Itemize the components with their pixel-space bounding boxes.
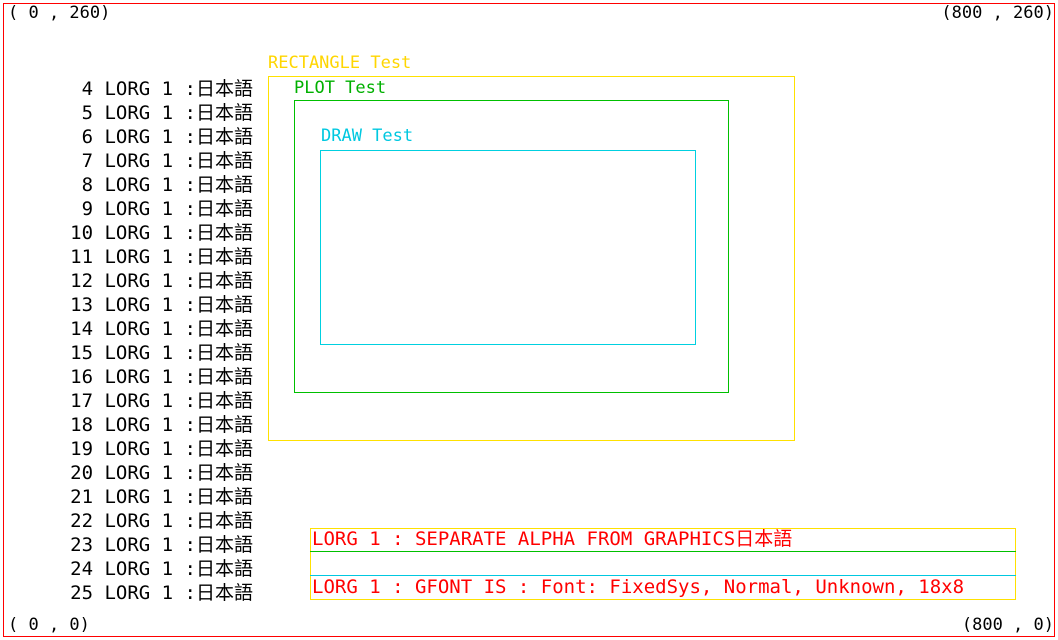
lorg-line: 10 LORG 1 :日本語: [70, 222, 253, 244]
lorg-line: 20 LORG 1 :日本語: [70, 462, 253, 484]
plot-test-label: PLOT Test: [294, 78, 387, 98]
lorg-lines: 4 LORG 1 :日本語 5 LORG 1 :日本語 6 LORG 1 :日本…: [8, 77, 253, 605]
lorg-line: 12 LORG 1 :日本語: [70, 270, 253, 292]
lorg-line: 13 LORG 1 :日本語: [70, 294, 253, 316]
lorg-line: 18 LORG 1 :日本語: [70, 414, 253, 436]
coord-bottom-left: ( 0 , 0): [8, 615, 90, 635]
separate-alpha-message: LORG 1 : SEPARATE ALPHA FROM GRAPHICS日本語: [312, 528, 793, 550]
rectangle-test-label: RECTANGLE Test: [268, 53, 412, 73]
plot-test-box: [294, 100, 729, 393]
lorg-line: 17 LORG 1 :日本語: [70, 390, 253, 412]
lorg-line: 9 LORG 1 :日本語: [81, 198, 253, 220]
message-divider-green: [310, 551, 1016, 552]
lorg-line: 7 LORG 1 :日本語: [81, 150, 253, 172]
lorg-line: 5 LORG 1 :日本語: [81, 102, 253, 124]
message-divider-cyan: [310, 575, 1016, 576]
message-box: [310, 528, 1016, 600]
gfont-message: LORG 1 : GFONT IS : Font: FixedSys, Norm…: [312, 576, 965, 598]
lorg-line: 11 LORG 1 :日本語: [70, 246, 253, 268]
lorg-line: 19 LORG 1 :日本語: [70, 438, 253, 460]
lorg-line: 4 LORG 1 :日本語: [81, 78, 253, 100]
lorg-line: 8 LORG 1 :日本語: [81, 174, 253, 196]
coord-top-right: (800 , 260): [941, 3, 1054, 23]
draw-test-box: [320, 150, 696, 345]
lorg-line: 25 LORG 1 :日本語: [70, 582, 253, 604]
lorg-line: 22 LORG 1 :日本語: [70, 510, 253, 532]
lorg-line: 15 LORG 1 :日本語: [70, 342, 253, 364]
lorg-line: 14 LORG 1 :日本語: [70, 318, 253, 340]
coord-top-left: ( 0 , 260): [8, 3, 111, 23]
coord-bottom-right: (800 , 0): [961, 615, 1054, 635]
lorg-line: 16 LORG 1 :日本語: [70, 366, 253, 388]
canvas-frame: [3, 3, 1055, 637]
lorg-line: 6 LORG 1 :日本語: [81, 126, 253, 148]
lorg-line: 21 LORG 1 :日本語: [70, 486, 253, 508]
lorg-line: 24 LORG 1 :日本語: [70, 558, 253, 580]
lorg-line: 23 LORG 1 :日本語: [70, 534, 253, 556]
draw-test-label: DRAW Test: [321, 126, 414, 146]
rectangle-test-box: [268, 76, 795, 441]
